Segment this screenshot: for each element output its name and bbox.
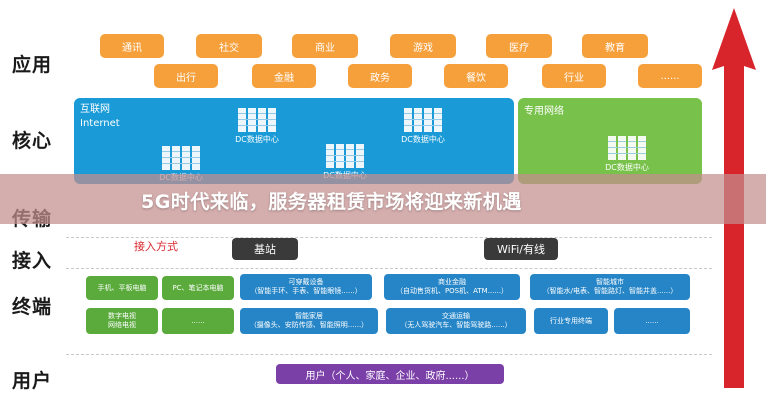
user-bar: 用户（个人、家庭、企业、政府......）	[276, 364, 504, 384]
terminal-smart-home-sub: （摄像头、安防传感、智能照明......）	[249, 321, 369, 329]
internet-title-cn: 互联网	[80, 104, 110, 115]
layer-label-access: 接入	[12, 250, 53, 272]
app-pill-5: 医疗	[486, 34, 552, 58]
separator-transport-access	[66, 237, 712, 238]
data-center-label-5: DC数据中心	[605, 163, 649, 172]
app-pill-1: 通讯	[100, 34, 164, 58]
terminal-industry-title: 行业专用终端	[550, 316, 592, 325]
terminal-smart-home-title: 智能家居	[295, 312, 323, 320]
app-pill-4: 游戏	[390, 34, 456, 58]
data-center-label-1: DC数据中心	[235, 135, 279, 144]
app-pill-3: 商业	[292, 34, 358, 58]
terminal-blue-more-title: ......	[645, 316, 659, 325]
terminal-smart-city-title: 智能城市	[596, 278, 624, 286]
access-method-label: 接入方式	[134, 240, 178, 253]
terminal-wearables-title: 可穿戴设备	[288, 278, 324, 286]
terminal-industry-device: 行业专用终端	[534, 308, 608, 334]
terminal-commerce-title: 商业金融	[438, 278, 466, 286]
terminal-pc-laptop: PC、笔记本电脑	[162, 276, 234, 300]
terminal-wearables-sub: （智能手环、手表、智能眼镜......）	[250, 287, 362, 295]
internet-title-en: Internet	[80, 118, 120, 129]
terminal-digital-tv: 数字电视 网络电视	[86, 308, 158, 334]
terminal-blue-more: ......	[614, 308, 690, 334]
layer-label-terminal: 终端	[12, 296, 53, 318]
headline-banner	[0, 174, 766, 224]
terminal-commerce-finance: 商业金融 （自动售货机、POS机、ATM......）	[384, 274, 520, 300]
terminal-transportation: 交通运输 （无人驾驶汽车、智能驾驶路......）	[386, 308, 526, 334]
app-pill-7: 出行	[154, 64, 218, 88]
app-pill-2: 社交	[196, 34, 262, 58]
terminal-phone-tablet: 手机、平板电脑	[86, 276, 158, 300]
data-center-icon-2: DC数据中心	[392, 108, 454, 146]
app-pill-9: 政务	[348, 64, 412, 88]
terminal-wearables: 可穿戴设备 （智能手环、手表、智能眼镜......）	[240, 274, 372, 300]
private-network-title: 专用网络	[524, 106, 564, 117]
terminal-smart-home: 智能家居 （摄像头、安防传感、智能照明......）	[240, 308, 378, 334]
app-pill-8: 金融	[252, 64, 316, 88]
terminal-green-more: ......	[162, 308, 234, 334]
layer-label-user: 用户	[12, 370, 53, 392]
separator-access-terminal	[66, 268, 712, 269]
app-pill-10: 餐饮	[444, 64, 508, 88]
layer-label-core: 核心	[12, 130, 53, 152]
app-pill-12: ......	[638, 64, 702, 88]
terminal-transport-title: 交通运输	[442, 312, 470, 320]
headline-text: 5G时代来临，服务器租赁市场将迎来新机遇	[141, 191, 522, 213]
base-station-box: 基站	[232, 238, 298, 260]
app-pill-6: 教育	[582, 34, 648, 58]
terminal-smart-city: 智能城市 （智能水/电表、智能路灯、智能井盖......）	[530, 274, 690, 300]
data-center-label-2: DC数据中心	[401, 135, 445, 144]
terminal-transport-sub: （无人驾驶汽车、智能驾驶路......）	[400, 321, 512, 329]
data-center-icon-1: DC数据中心	[226, 108, 288, 146]
separator-terminal-user	[66, 354, 712, 355]
wifi-wired-box: WiFi/有线	[484, 238, 558, 260]
terminal-commerce-sub: （自动售货机、POS机、ATM......）	[395, 287, 509, 295]
terminal-smart-city-sub: （智能水/电表、智能路灯、智能井盖......）	[542, 287, 678, 295]
app-pill-11: 行业	[542, 64, 606, 88]
layer-label-application: 应用	[12, 54, 53, 76]
data-center-icon-5: DC数据中心	[596, 136, 658, 174]
